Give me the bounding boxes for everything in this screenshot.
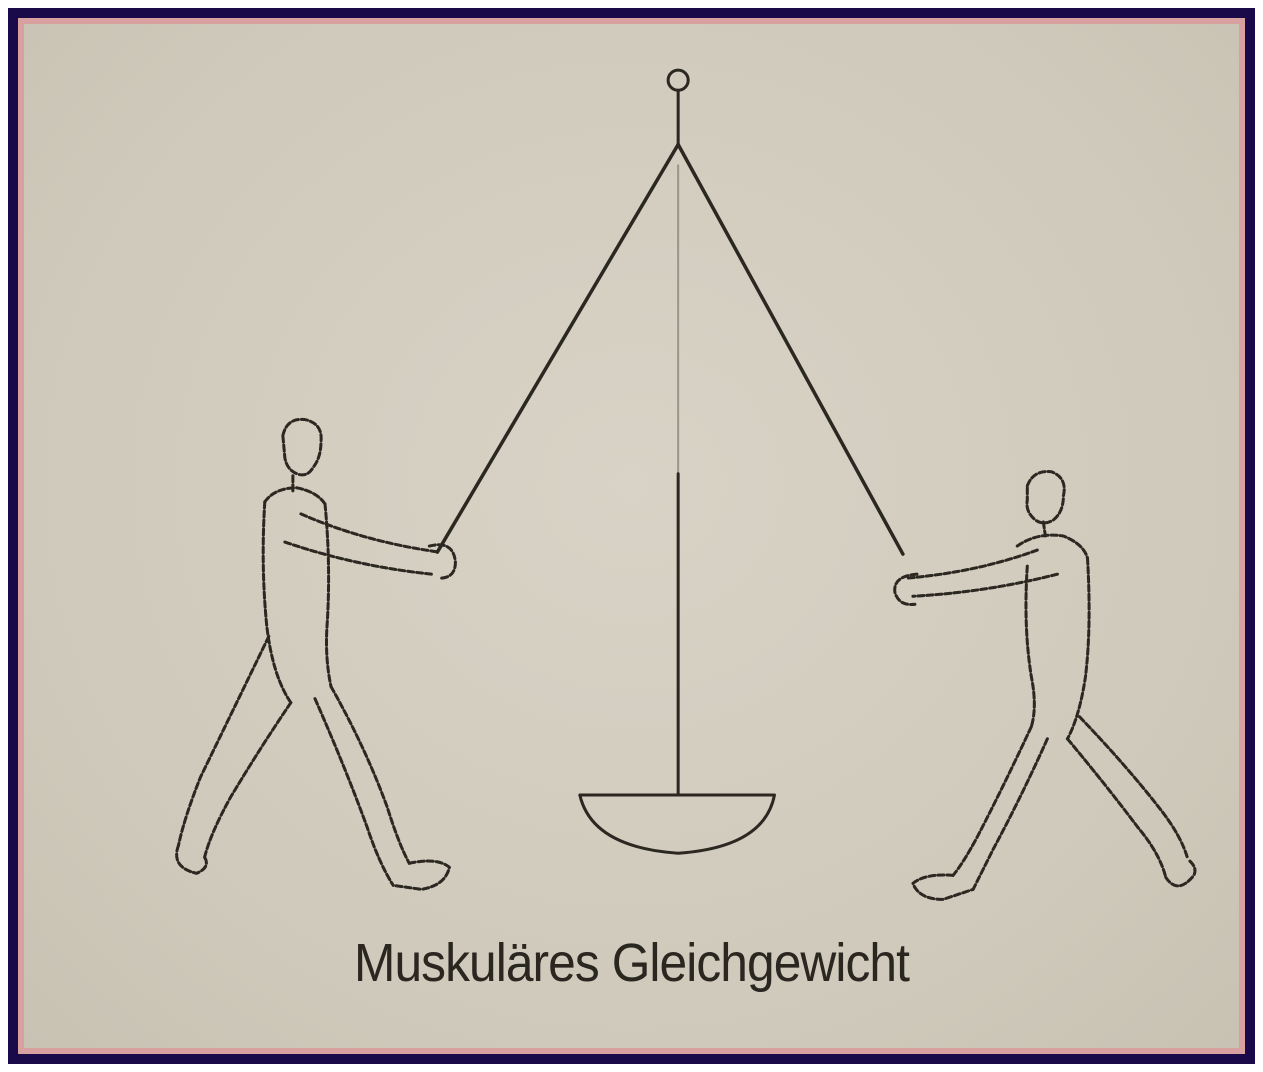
balance-diagram	[24, 24, 1239, 1048]
right-person-icon	[895, 472, 1195, 900]
left-person-icon	[177, 419, 456, 889]
outer-frame: Muskuläres Gleichgewicht	[8, 8, 1255, 1064]
diagram-panel: Muskuläres Gleichgewicht	[24, 24, 1239, 1048]
suspension-ring-icon	[668, 70, 688, 144]
rope-lines	[437, 144, 903, 554]
diagram-caption: Muskuläres Gleichgewicht	[73, 932, 1191, 994]
inner-frame: Muskuläres Gleichgewicht	[18, 18, 1245, 1054]
